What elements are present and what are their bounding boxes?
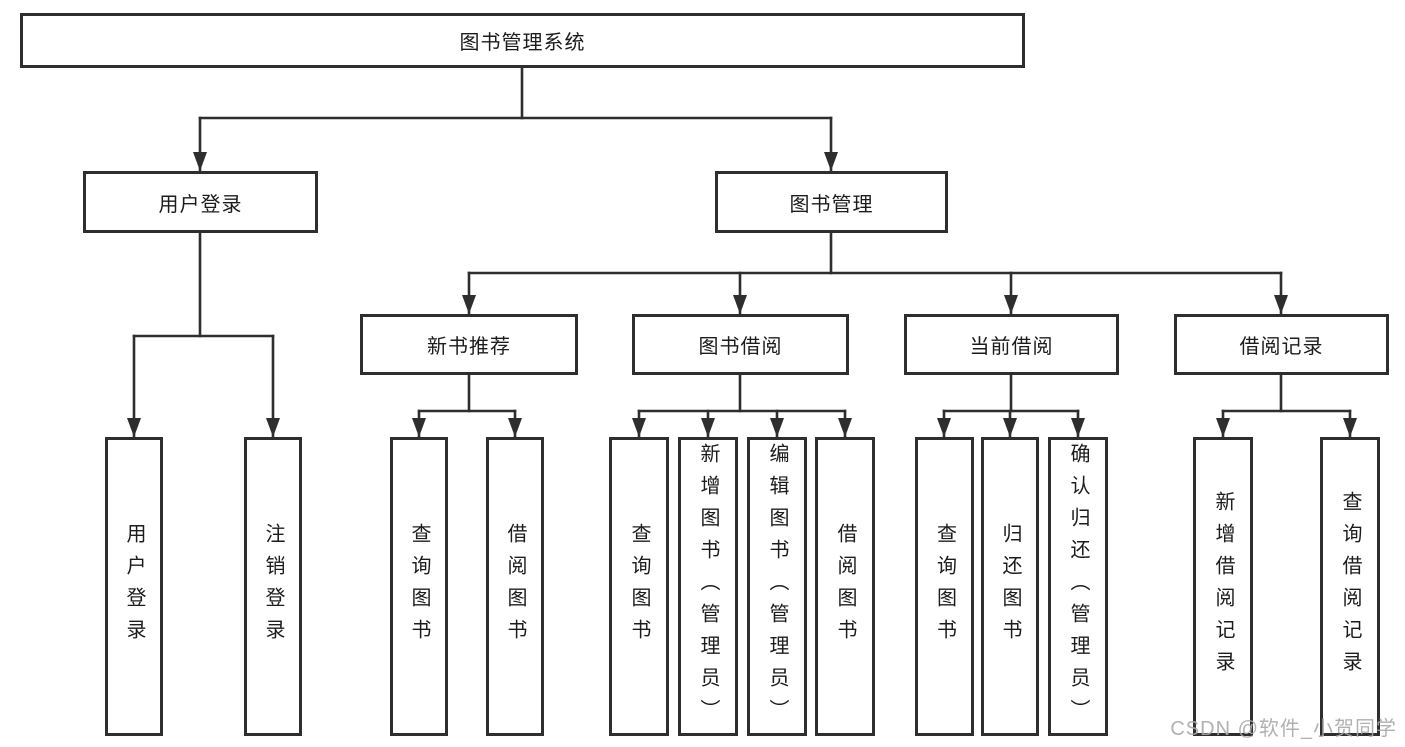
node-book-management: 图书管理 [715,171,948,233]
node-borrow-records: 借阅记录 [1174,314,1389,375]
node-book-borrow: 图书借阅 [632,314,849,375]
leaf-borrow-books-recommend: 借阅图书 [486,437,544,736]
node-new-book-recommend: 新书推荐 [360,314,578,375]
watermark: CSDN @软件_小贺同学 [1170,718,1397,740]
node-root: 图书管理系统 [20,13,1025,68]
leaf-query-borrow-record: 查询借阅记录 [1320,437,1380,736]
node-current-borrow: 当前借阅 [904,314,1119,375]
leaf-add-borrow-record: 新增借阅记录 [1193,437,1253,736]
leaf-query-books-recommend: 查询图书 [390,437,448,736]
leaf-confirm-return-admin: 确认归还（管理员） [1048,437,1108,736]
leaf-query-books-current: 查询图书 [915,437,974,736]
node-user-login: 用户登录 [83,171,318,233]
leaf-add-books-admin: 新增图书（管理员） [678,437,738,736]
leaf-query-books-borrow: 查询图书 [609,437,669,736]
leaf-user-login: 用户登录 [105,437,163,736]
leaf-edit-books-admin: 编辑图书（管理员） [747,437,807,736]
leaf-borrow-books: 借阅图书 [815,437,875,736]
leaf-logout-login: 注销登录 [244,437,302,736]
leaf-return-books: 归还图书 [981,437,1039,736]
